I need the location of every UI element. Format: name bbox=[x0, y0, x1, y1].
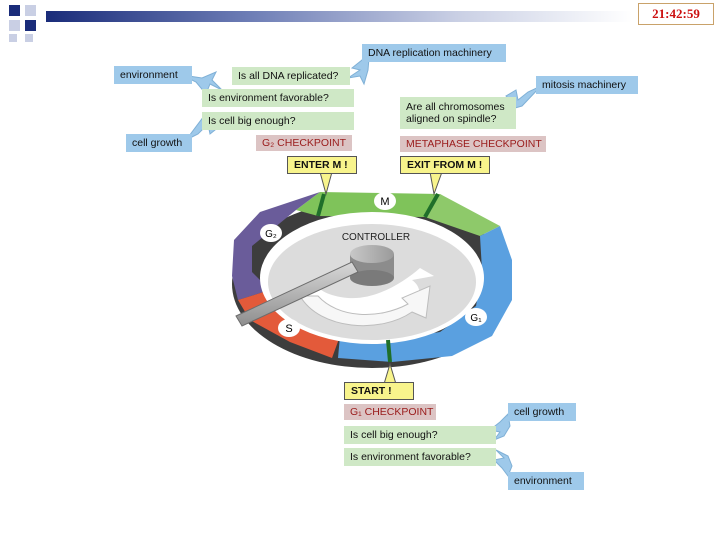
environment-top-box: environment bbox=[114, 66, 192, 84]
phase-g1-badge bbox=[465, 308, 487, 326]
phase-g2-segment bbox=[232, 192, 320, 300]
question-chromosomes-line-2: aligned on spindle? bbox=[406, 113, 497, 125]
phase-m-label: M bbox=[380, 196, 389, 208]
exit-m-callout: EXIT FROM M ! bbox=[400, 156, 490, 174]
decor-square-2 bbox=[25, 5, 36, 16]
controller-hub bbox=[350, 245, 394, 286]
exit-m-pointer bbox=[429, 171, 443, 196]
question-environment-favorable-bottom: Is environment favorable? bbox=[344, 448, 496, 466]
cell-growth-bottom-box: cell growth bbox=[508, 403, 576, 421]
decor-square-4 bbox=[25, 20, 36, 31]
phase-g1-segment bbox=[338, 226, 512, 362]
enter-m-callout: ENTER M ! bbox=[287, 156, 357, 174]
clock-display: 21:42:59 bbox=[638, 3, 714, 25]
cell-growth-top-box: cell growth bbox=[126, 134, 192, 152]
checkpoint-line-enter-m bbox=[316, 193, 326, 217]
decor-square-5 bbox=[9, 34, 17, 42]
decor-square-3 bbox=[9, 20, 20, 31]
decor-square-6 bbox=[25, 34, 33, 42]
environment-bottom-box: environment bbox=[508, 472, 584, 490]
phase-m-badge bbox=[374, 192, 396, 210]
checkpoint-line-start bbox=[386, 339, 392, 363]
g2-checkpoint-label: G₂ CHECKPOINT bbox=[256, 135, 352, 151]
question-dna-replicated: Is all DNA replicated? bbox=[232, 67, 350, 85]
enter-m-pointer bbox=[319, 171, 333, 196]
g1-checkpoint-label: G₁ CHECKPOINT bbox=[344, 404, 436, 420]
phase-m-exit-segment bbox=[425, 194, 500, 236]
checkpoint-line-exit-m bbox=[423, 193, 440, 218]
decor-square-1 bbox=[9, 5, 20, 16]
phase-g2-label: G₂ bbox=[265, 229, 277, 240]
question-environment-favorable-top: Is environment favorable? bbox=[202, 89, 354, 107]
arrow-environment-bottom bbox=[492, 449, 513, 478]
phase-g1-label: G₁ bbox=[470, 313, 482, 324]
header-gradient-bar bbox=[46, 11, 632, 22]
phase-s-badge bbox=[278, 319, 300, 337]
question-chromosomes-line-1: Are all chromosomes bbox=[406, 101, 505, 113]
controller-arm bbox=[235, 261, 359, 327]
mitosis-machinery-box: mitosis machinery bbox=[536, 76, 638, 94]
arrow-cell-growth-bottom bbox=[488, 412, 511, 442]
question-cell-big-bottom: Is cell big enough? bbox=[344, 426, 496, 444]
metaphase-checkpoint-label: METAPHASE CHECKPOINT bbox=[400, 136, 546, 152]
controller-label: CONTROLLER bbox=[342, 232, 410, 243]
phase-g2-badge bbox=[260, 224, 282, 242]
start-callout: START ! bbox=[344, 382, 414, 400]
phase-s-label: S bbox=[285, 323, 292, 335]
question-chromosomes-aligned: Are all chromosomes aligned on spindle? bbox=[400, 97, 516, 129]
question-cell-big-top: Is cell big enough? bbox=[202, 112, 354, 130]
dna-replication-machinery-box: DNA replication machinery bbox=[362, 44, 506, 62]
rotation-arrow-body bbox=[299, 285, 431, 327]
